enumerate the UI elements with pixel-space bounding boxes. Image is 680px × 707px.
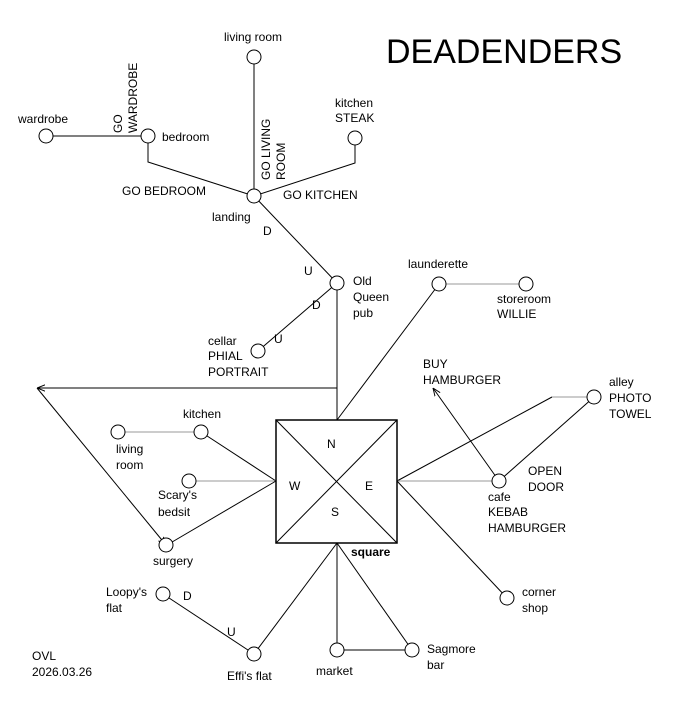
edge-cafe-buy-hamburger [433,388,500,482]
node-scarys-bedsit[interactable] [181,473,197,489]
label-kitchen-mid: kitchen [183,407,221,421]
label-living-room-mid-2: room [116,458,143,472]
edge-loopys-effis-flat [162,593,255,655]
node-cellar[interactable] [250,343,266,359]
label-pub-1: Old [353,274,372,288]
edge-square-alley-a [396,396,553,482]
map-title: DEADENDERS [386,33,622,71]
label-cellar-item-1: PHIAL [208,349,243,363]
command-go-wardrobe-1: GO [111,114,125,133]
label-living-room-mid-1: living [116,442,143,456]
square-room[interactable] [275,419,398,544]
command-go-living-room-2: ROOM [274,143,288,180]
edge-square-effis-flat [253,542,338,655]
command-open-door-1: OPEN [528,464,562,478]
square-west-label: W [289,479,301,493]
node-bedroom[interactable] [140,128,156,144]
edge-square-sagmore [336,542,413,651]
command-go-wardrobe-2: WARDROBE [126,63,140,133]
label-alley-item-1: PHOTO [609,391,651,405]
square-east-label: E [365,479,373,493]
node-sagmore-bar[interactable] [404,642,420,658]
node-kitchen-mid[interactable] [193,424,209,440]
edge-square-corner-shop [396,480,508,599]
command-go-living-room-1: GO LIVING [259,119,273,180]
label-corner-shop-1: corner [522,585,556,599]
square-south-label: S [331,505,339,519]
label-pub-2: Queen [353,290,389,304]
node-living-room-mid[interactable] [110,424,126,440]
edge-pub-cellar [257,282,338,352]
label-loopys-flat-2: flat [106,601,123,615]
node-kitchen-top[interactable] [347,130,363,146]
edge-square-kitchen [200,431,277,482]
label-launderette: launderette [408,257,468,271]
node-corner-shop[interactable] [499,590,515,606]
command-open-door-2: DOOR [528,480,564,494]
label-wardrobe: wardrobe [17,112,68,126]
label-scarys-bedsit-2: bedsit [158,505,191,519]
node-landing[interactable] [246,188,262,204]
edge-arrow-surgery [36,387,166,545]
label-pub-3: pub [353,306,373,320]
date-label: 2026.03.26 [32,665,92,679]
edge-bedroom-landing [147,136,255,197]
node-old-queen-pub[interactable] [329,275,345,291]
node-market[interactable] [329,642,345,658]
label-sagmore-bar-1: Sagmore [427,642,476,656]
label-surgery: surgery [153,554,193,568]
label-cafe-item-2: HAMBURGER [488,521,566,535]
label-landing: landing [212,210,251,224]
mark-cellar-up: U [274,332,283,346]
edge-kitchen-landing [253,138,356,197]
label-alley: alley [609,375,634,389]
command-buy-hamburger-1: BUY [423,357,448,371]
label-storeroom-item: WILLIE [497,307,536,321]
command-go-kitchen: GO KITCHEN [283,188,358,202]
node-surgery[interactable] [158,537,174,553]
node-wardrobe[interactable] [38,128,54,144]
node-cafe[interactable] [491,473,507,489]
label-corner-shop-2: shop [522,601,548,615]
edge-landing-pub [253,195,338,284]
mark-effi-up: U [227,625,236,639]
label-storeroom: storeroom [497,292,551,306]
label-cafe-item-1: KEBAB [488,505,528,519]
mark-loopy-down: D [183,589,192,603]
command-go-bedroom: GO BEDROOM [122,184,206,198]
author-label: OVL [32,649,56,663]
square-north-label: N [327,437,336,451]
label-scarys-bedsit-1: Scary's [158,488,197,502]
label-kitchen-top-item: STEAK [335,111,374,125]
node-effis-flat-current[interactable] [246,646,262,662]
node-storeroom[interactable] [518,276,534,292]
label-cellar-item-2: PORTRAIT [208,365,269,379]
node-living-room-top[interactable] [246,49,262,65]
label-sagmore-bar-2: bar [427,658,444,672]
node-loopys-flat[interactable] [155,586,171,602]
edge-alley-cafe [498,396,595,482]
edge-square-surgery [166,480,277,546]
mark-pub-up: U [304,264,313,278]
label-kitchen-top: kitchen [335,96,373,110]
mark-pub-down: D [312,298,321,312]
label-cellar: cellar [208,334,237,348]
label-cafe: cafe [488,490,511,504]
mark-landing-down: D [263,224,272,238]
command-buy-hamburger-2: HAMBURGER [423,373,501,387]
label-market: market [316,664,353,678]
node-alley[interactable] [586,389,602,405]
label-living-room-top: living room [224,30,282,44]
label-bedroom: bedroom [162,130,209,144]
label-alley-item-2: TOWEL [609,407,652,421]
square-label: square [351,545,391,559]
label-effis-flat: Effi's flat [227,669,272,683]
node-launderette[interactable] [431,276,447,292]
edge-launderette-square [336,283,440,421]
label-loopys-flat-1: Loopy's [106,585,147,599]
